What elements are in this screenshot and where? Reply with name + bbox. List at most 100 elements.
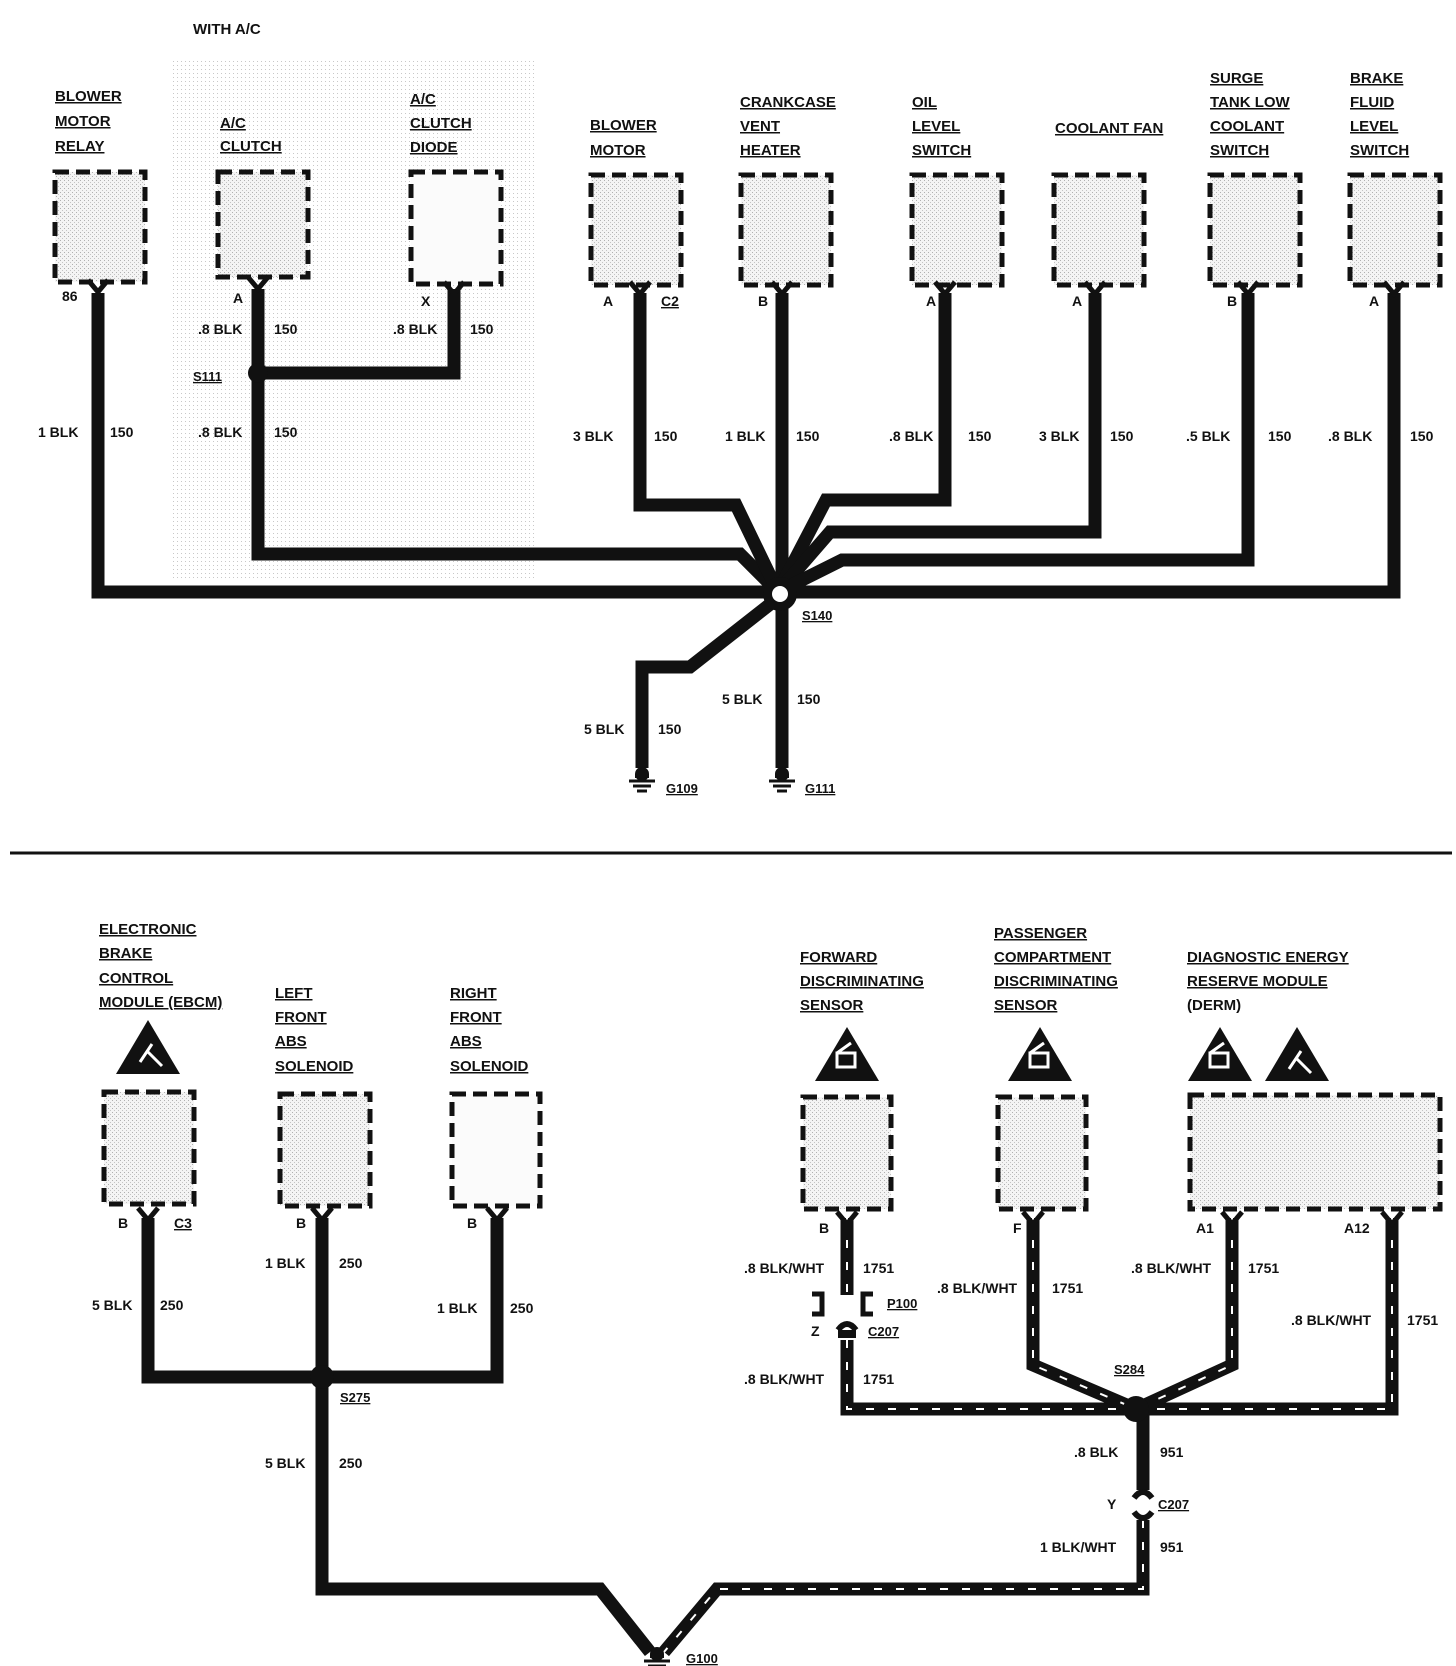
ac-clutch-box: [215, 169, 311, 280]
pin-surge-b: B: [1227, 293, 1237, 309]
ground-g100-label: G100: [686, 1651, 718, 1666]
svg-text:COMPARTMENT: COMPARTMENT: [994, 949, 1111, 966]
svg-text:150: 150: [470, 321, 494, 337]
connector-c207-bottom: [1131, 1489, 1155, 1521]
derm-esd-warning-icon: [1265, 1027, 1329, 1081]
svg-text:250: 250: [339, 1455, 363, 1471]
wire-brake: [778, 293, 1401, 599]
svg-text:DIAGNOSTIC ENERGY: DIAGNOSTIC ENERGY: [1187, 949, 1349, 966]
svg-text:SURGE: SURGE: [1210, 70, 1263, 87]
pin-blower-c2: C2: [661, 293, 679, 309]
svg-text:RELAY: RELAY: [55, 138, 104, 155]
connector-p100-label: P100: [887, 1296, 917, 1311]
svg-text:COOLANT FAN: COOLANT FAN: [1055, 120, 1163, 137]
svg-text:BRAKE: BRAKE: [99, 945, 152, 962]
connector-p100-c207: [812, 1291, 873, 1338]
pin-brake-a: A: [1369, 293, 1379, 309]
connector-c207-bottom-label: C207: [1158, 1497, 1189, 1512]
svg-text:150: 150: [274, 321, 298, 337]
crankcase-vent-heater-label: CRANKCASE VENT HEATER: [740, 94, 836, 159]
blower-motor-relay-box: [52, 169, 148, 285]
svg-text:150: 150: [968, 428, 992, 444]
svg-text:1751: 1751: [1248, 1260, 1279, 1276]
pin-passenger-f: F: [1013, 1220, 1022, 1236]
splice-s284: [1123, 1396, 1149, 1422]
svg-text:150: 150: [1410, 428, 1434, 444]
svg-text:ABS: ABS: [450, 1033, 482, 1050]
brake-fluid-switch-label: BRAKE FLUID LEVEL SWITCH: [1350, 70, 1409, 159]
svg-text:BLOWER: BLOWER: [590, 117, 657, 134]
svg-text:.5 BLK: .5 BLK: [1186, 428, 1230, 444]
pin-right-abs-b: B: [467, 1215, 477, 1231]
blower-motor-relay-label: BLOWER MOTOR RELAY: [55, 88, 122, 155]
surge-tank-switch-box: [1207, 172, 1303, 288]
svg-text:SWITCH: SWITCH: [912, 142, 971, 159]
oil-level-switch-box: [909, 172, 1005, 288]
wire-coolant: [773, 293, 1102, 597]
svg-text:1751: 1751: [1052, 1280, 1083, 1296]
svg-text:150: 150: [658, 721, 682, 737]
pin-left-abs-b: B: [296, 1215, 306, 1231]
surge-tank-switch-label: SURGE TANK LOW COOLANT SWITCH: [1210, 70, 1291, 159]
ground-g109-label: G109: [666, 781, 698, 796]
forward-sensor-label: FORWARD DISCRIMINATING SENSOR: [800, 949, 924, 1014]
wire-blower: [633, 293, 784, 595]
splice-s275: [310, 1365, 334, 1389]
splice-s275-label: S275: [340, 1390, 370, 1405]
svg-text:250: 250: [510, 1300, 534, 1316]
ground-g111-label: G111: [805, 781, 835, 796]
svg-text:951: 951: [1160, 1539, 1184, 1555]
forward-sensor-box: [800, 1094, 894, 1212]
ground-g109-icon: [627, 765, 657, 793]
blower-motor-label: BLOWER MOTOR: [590, 117, 657, 159]
crankcase-vent-heater-box: [738, 172, 834, 288]
svg-text:250: 250: [339, 1255, 363, 1271]
svg-text:(DERM): (DERM): [1187, 997, 1241, 1014]
pin-oil-a: A: [926, 293, 936, 309]
svg-text:.8 BLK/WHT: .8 BLK/WHT: [937, 1280, 1018, 1296]
ac-clutch-diode-label: A/C CLUTCH DIODE: [410, 91, 472, 156]
svg-text:BRAKE: BRAKE: [1350, 70, 1403, 87]
ac-clutch-diode-box: [408, 169, 504, 287]
top-section: WITH A/C BLOWER MOTOR RELAY A/C CLUTCH A…: [38, 21, 1443, 796]
svg-text:MOTOR: MOTOR: [55, 113, 111, 130]
passenger-sensor-box: [995, 1094, 1089, 1212]
blk-wht-wires: [659, 1218, 1399, 1657]
pin-ac-clutch-a: A: [233, 290, 243, 306]
wire-ebcm: [141, 1218, 322, 1384]
pin-blower-a: A: [603, 293, 613, 309]
svg-text:DIODE: DIODE: [410, 139, 458, 156]
pin-c207-y: Y: [1107, 1496, 1117, 1512]
svg-text:150: 150: [796, 428, 820, 444]
svg-text:951: 951: [1160, 1444, 1184, 1460]
svg-text:.8 BLK: .8 BLK: [198, 321, 242, 337]
splice-s140-label: S140: [802, 608, 832, 623]
pin-fork-ebcm: [138, 1208, 158, 1220]
svg-text:COOLANT: COOLANT: [1210, 118, 1284, 135]
derm-label: DIAGNOSTIC ENERGY RESERVE MODULE (DERM): [1187, 949, 1349, 1014]
forward-sensor-airbag-warning-icon: [815, 1027, 879, 1081]
brake-fluid-switch-box: [1347, 172, 1443, 288]
svg-text:1 BLK: 1 BLK: [725, 428, 765, 444]
svg-text:.8 BLK/WHT: .8 BLK/WHT: [744, 1260, 825, 1276]
wire-right-abs: [322, 1218, 504, 1384]
svg-text:.8 BLK: .8 BLK: [889, 428, 933, 444]
coolant-fan-label: COOLANT FAN: [1055, 120, 1163, 137]
svg-text:PASSENGER: PASSENGER: [994, 925, 1087, 942]
bottom-section: ELECTRONIC BRAKE CONTROL MODULE (EBCM) L…: [92, 921, 1443, 1666]
wire-g109: [635, 592, 783, 768]
blower-motor-box: [588, 172, 684, 288]
ebcm-box: [101, 1089, 197, 1207]
svg-text:MOTOR: MOTOR: [590, 142, 646, 159]
pin-derm-a1: A1: [1196, 1220, 1214, 1236]
svg-text:SWITCH: SWITCH: [1210, 142, 1269, 159]
pin-relay-86: 86: [62, 288, 78, 304]
svg-text:150: 150: [1110, 428, 1134, 444]
svg-text:SENSOR: SENSOR: [800, 997, 864, 1014]
svg-text:5 BLK: 5 BLK: [722, 691, 762, 707]
svg-text:A/C: A/C: [220, 115, 246, 132]
ac-option-region: [170, 60, 535, 580]
derm-airbag-warning-icon: [1188, 1027, 1252, 1081]
svg-text:SOLENOID: SOLENOID: [275, 1058, 354, 1075]
pin-c207-z: Z: [811, 1323, 820, 1339]
